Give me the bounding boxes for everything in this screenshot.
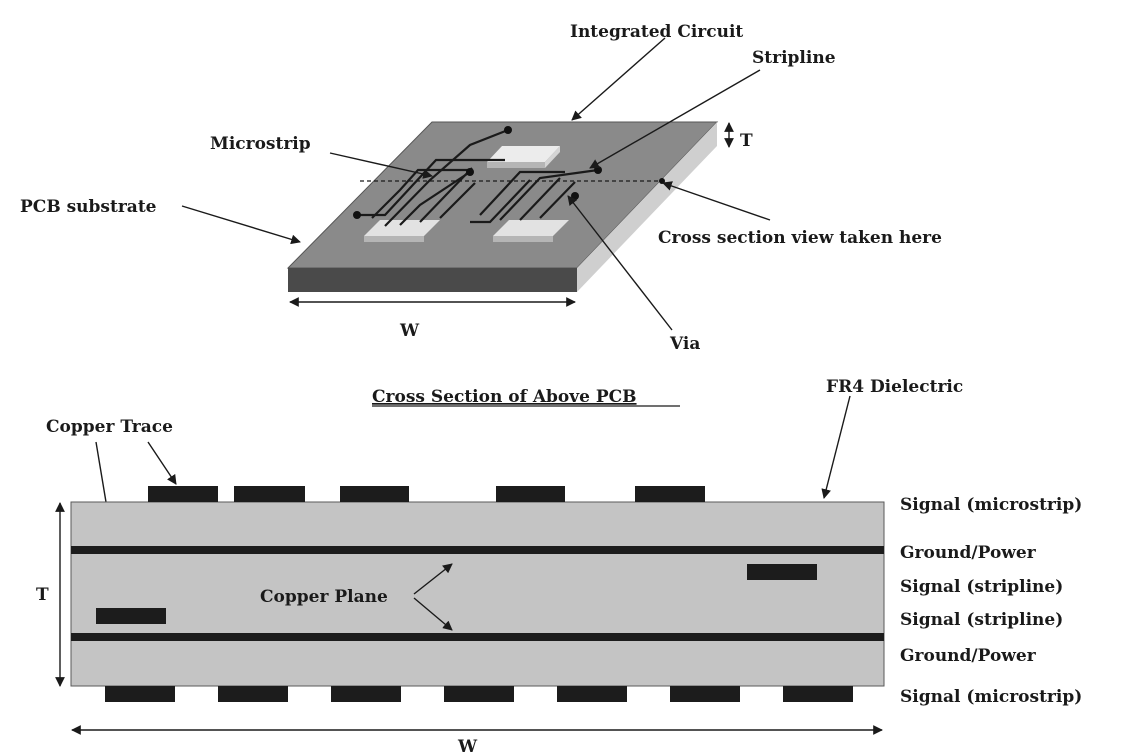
section-thickness-label: T: [36, 585, 49, 605]
copper-plane-label: Copper Plane: [260, 587, 388, 607]
via-dots: [353, 126, 665, 219]
pcb-3d-view: Integrated Circuit Stripline Microstrip …: [20, 22, 942, 354]
copper-plane-upper: [71, 546, 884, 554]
top-width-label: W: [399, 321, 420, 341]
stripline-trace-right: [747, 564, 817, 580]
pcb-side-face: [577, 122, 717, 292]
top-thickness-label: T: [740, 131, 753, 151]
stripline-trace-left: [96, 608, 166, 624]
pad-right: [493, 220, 569, 242]
bottom-microstrip-traces: [105, 686, 853, 702]
layer-label-2: Ground/Power: [900, 543, 1037, 563]
layer-label-5: Ground/Power: [900, 646, 1037, 666]
copper-plane-lower: [71, 633, 884, 641]
fr4-dielectric-label: FR4 Dielectric: [826, 377, 963, 397]
layer-label-4: Signal (stripline): [900, 610, 1063, 630]
pad-left: [364, 220, 440, 242]
layer-label-6: Signal (microstrip): [900, 687, 1082, 707]
via-label: Via: [669, 334, 700, 354]
stripline-label: Stripline: [752, 48, 836, 68]
ic-package: [487, 146, 560, 168]
section-width-label: W: [457, 737, 478, 754]
copper-trace-label: Copper Trace: [46, 417, 173, 437]
integrated-circuit-label: Integrated Circuit: [570, 22, 743, 42]
pcb-substrate-label: PCB substrate: [20, 197, 157, 217]
cross-section-view: Cross Section of Above PCB FR4 Dielectri…: [36, 377, 1082, 754]
cross-section-title: Cross Section of Above PCB: [372, 387, 637, 407]
top-microstrip-traces: [148, 486, 705, 502]
fr4-dielectric: [70, 501, 885, 687]
cross-section-label: Cross section view taken here: [658, 228, 942, 248]
microstrip-label: Microstrip: [210, 134, 311, 154]
pcb-front-face: [288, 268, 577, 292]
layer-label-3: Signal (stripline): [900, 577, 1063, 597]
layer-label-1: Signal (microstrip): [900, 495, 1082, 515]
board-traces: [357, 128, 662, 227]
